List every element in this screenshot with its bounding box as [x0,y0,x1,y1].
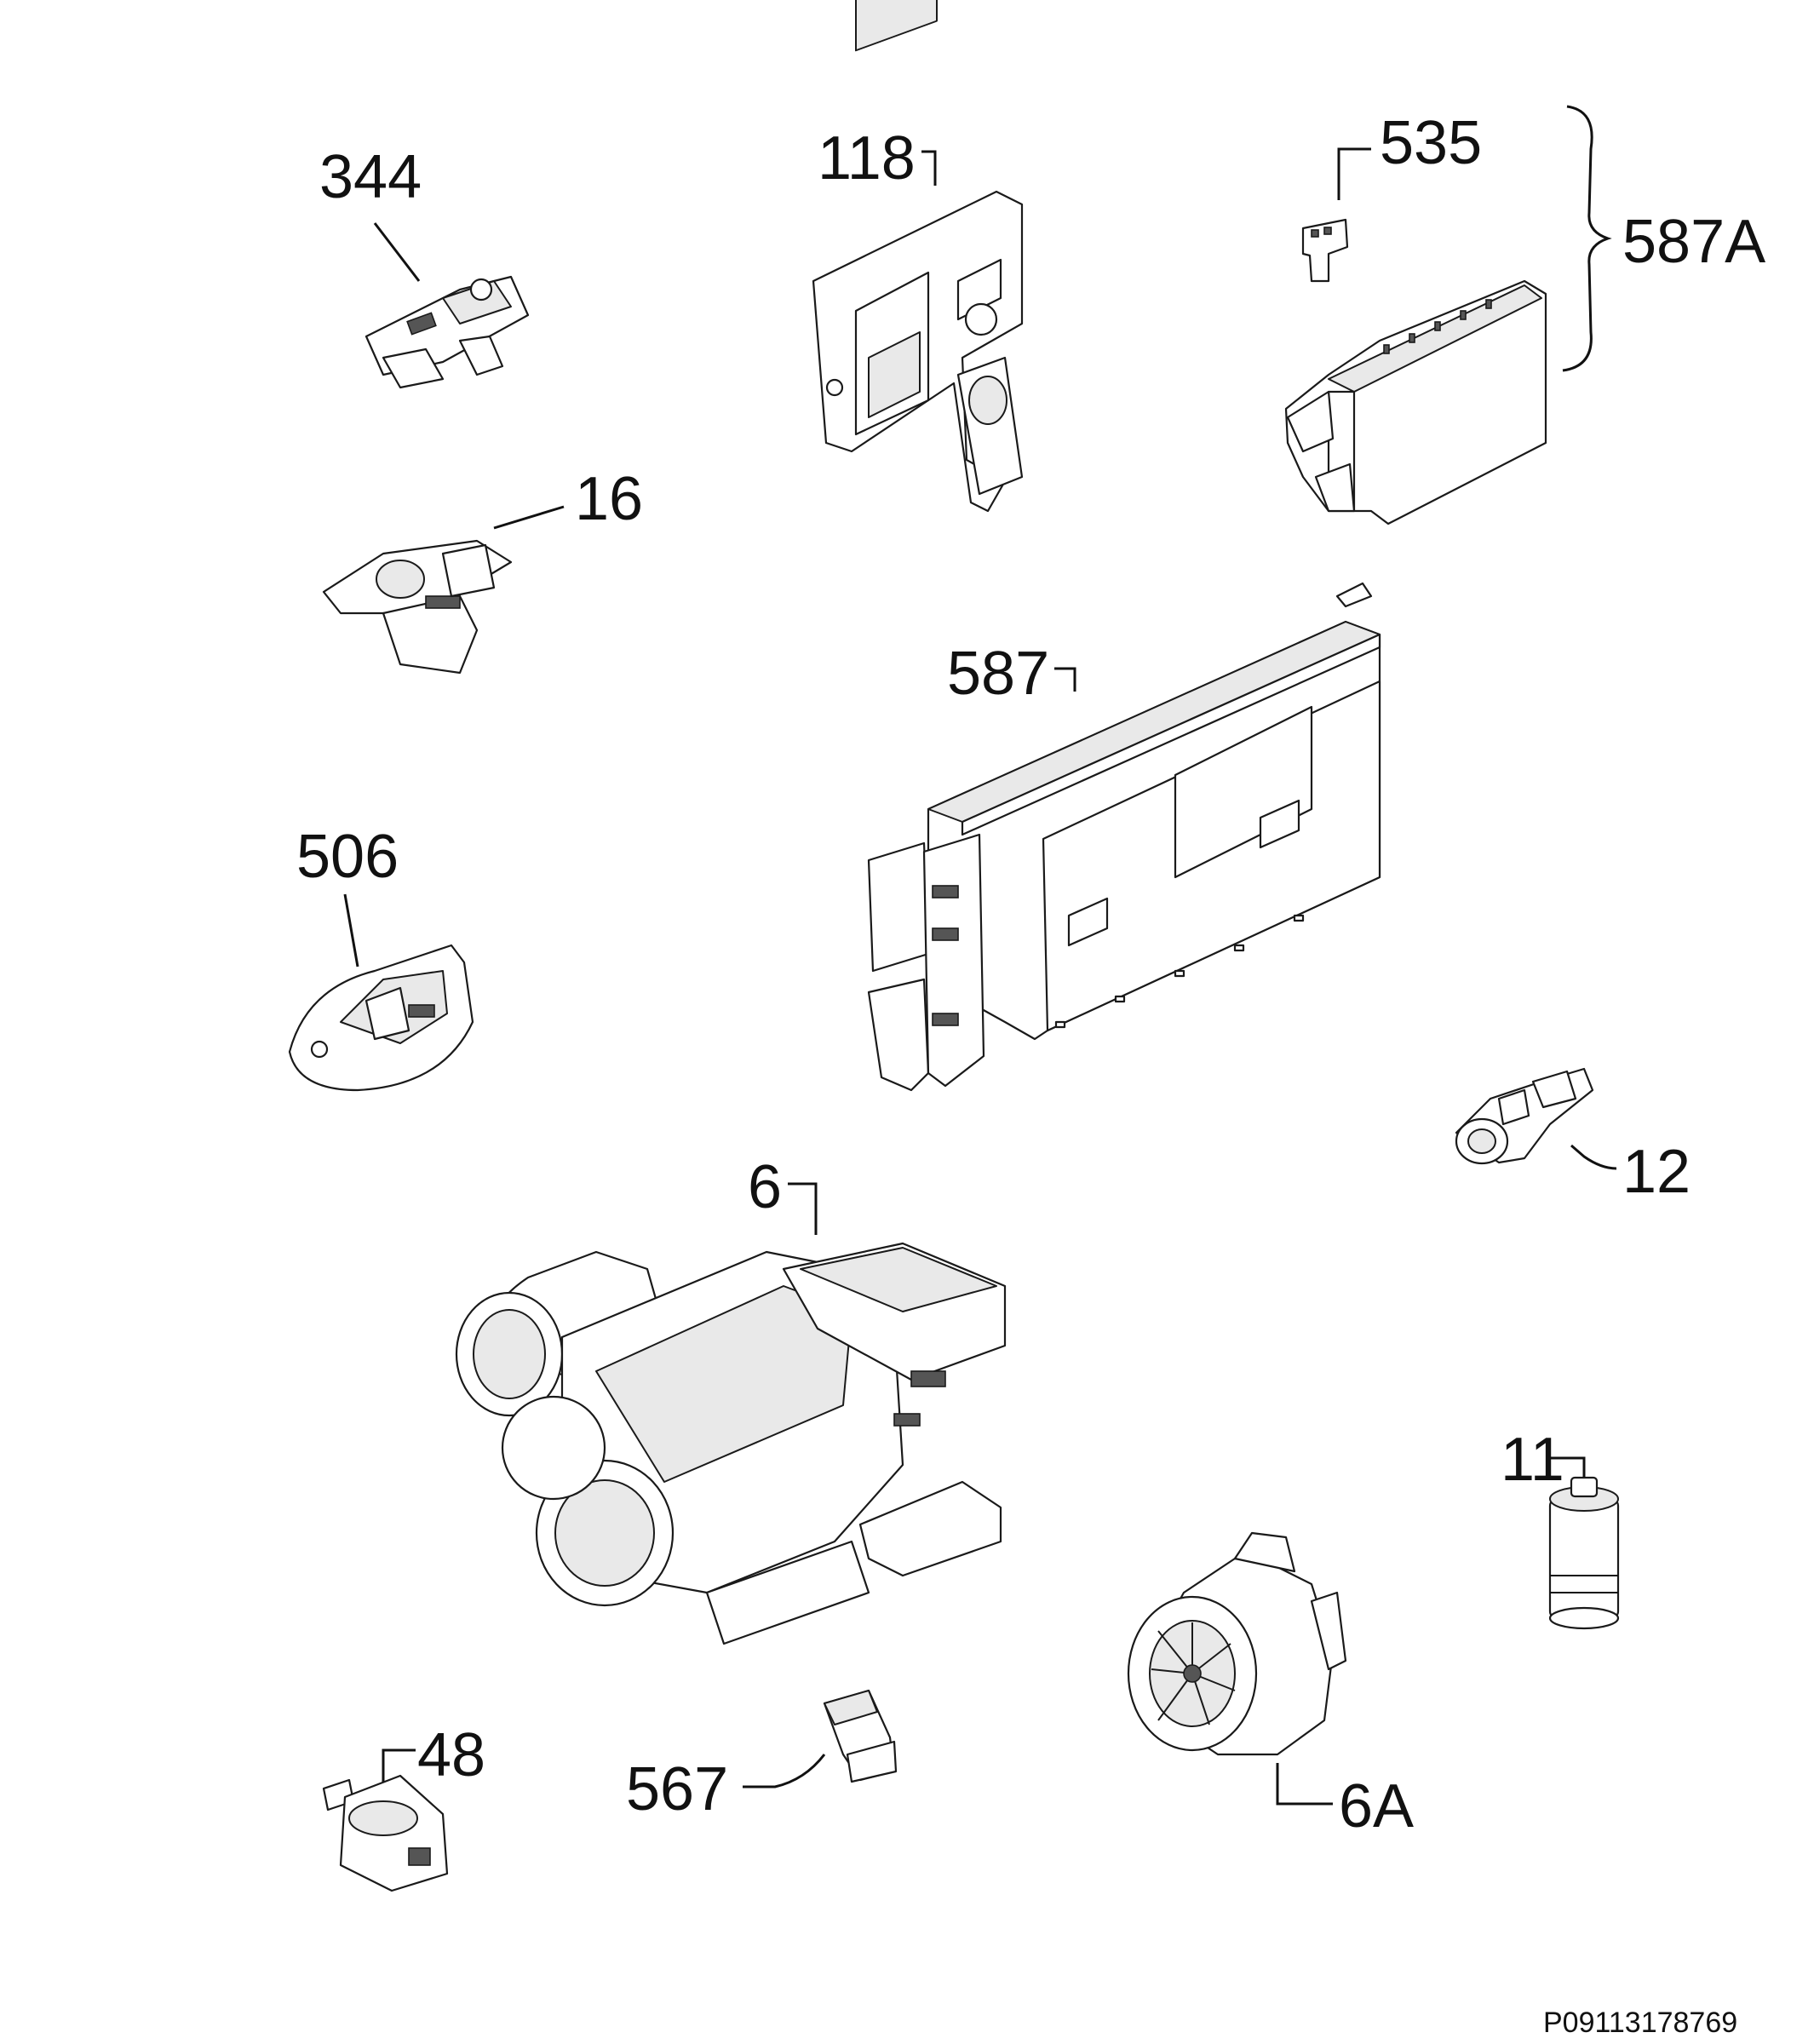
part-6-circulation-pump: 6 [455,1153,1007,1645]
label-587: 587 [947,640,1049,708]
label-48: 48 [417,1721,485,1789]
label-118: 118 [818,124,916,192]
leader-6A [1276,1763,1333,1806]
reference-code: P09113178769 [1543,2007,1737,2039]
label-535: 535 [1380,109,1482,177]
part-118-dispenser: 118 [812,0,1024,513]
label-11: 11 [1501,1426,1564,1494]
part-12-sensor: 12 [1455,1067,1691,1206]
leader-506 [343,893,359,967]
label-6: 6 [748,1153,782,1221]
leader-587 [1054,667,1076,692]
leader-344 [373,222,421,282]
label-344: 344 [319,143,422,211]
brace-587A [1562,105,1612,372]
part-506-float-switch: 506 [288,823,474,1092]
label-567: 567 [626,1755,728,1823]
part-6A-drain-pump: 6A [1127,1531,1414,1840]
part-587-electronic-module: 587 [867,582,1381,1092]
part-11-capacitor: 11 [1501,1426,1620,1630]
part-48-pressure-switch: 48 [322,1721,485,1892]
part-567-clip: 567 [626,1689,898,1823]
leader-118 [921,150,937,186]
label-506: 506 [296,823,399,891]
leader-12 [1570,1144,1617,1170]
part-16-actuator: 16 [322,465,643,675]
part-535-587A-module: 535 587A [1284,105,1765,525]
leader-535 [1337,147,1371,200]
part-344-door-lock: 344 [319,143,530,389]
leader-16 [493,505,565,530]
label-12: 12 [1622,1138,1691,1206]
leader-6 [788,1182,818,1235]
label-6A: 6A [1339,1772,1414,1840]
leader-567 [743,1754,826,1788]
label-16: 16 [575,465,643,533]
label-587A: 587A [1622,208,1765,276]
